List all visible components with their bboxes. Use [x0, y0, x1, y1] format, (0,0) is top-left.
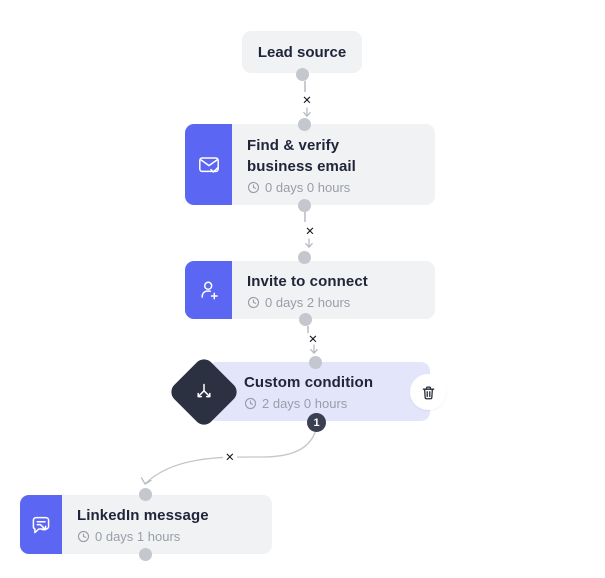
remove-edge-button[interactable]: ✕: [223, 450, 237, 464]
node-body: LinkedIn message 0 days 1 hours: [62, 495, 221, 554]
edge-port-dot: [296, 68, 309, 81]
node-lead-source[interactable]: Lead source: [242, 31, 362, 73]
node-title: Invite to connect: [247, 271, 368, 292]
node-delay: 2 days 0 hours: [244, 396, 373, 411]
edge-port-dot: [139, 548, 152, 561]
delay-text: 0 days 2 hours: [265, 294, 351, 310]
node-body: Invite to connect 0 days 2 hours: [232, 261, 380, 319]
node-title: Find & verify business email: [247, 135, 356, 177]
node-title-line: Invite to connect: [247, 272, 368, 290]
node-delay: 0 days 0 hours: [247, 180, 356, 195]
remove-edge-button[interactable]: ✕: [303, 224, 317, 238]
edge-port-dot: [298, 251, 311, 264]
node-title-line: LinkedIn message: [77, 507, 209, 524]
branch-split-icon: [167, 355, 241, 429]
envelope-check-icon: [185, 124, 232, 205]
clock-icon: [247, 181, 260, 193]
node-title-line: Find & verify: [247, 136, 340, 154]
branch-output-badge[interactable]: 1: [307, 413, 326, 432]
node-linkedin-message[interactable]: LinkedIn message 0 days 1 hours: [20, 495, 272, 554]
edge-port-dot: [139, 488, 152, 501]
node-title: Custom condition: [244, 372, 373, 393]
delay-text: 0 days 1 hours: [95, 529, 181, 544]
branch-edge: [140, 429, 317, 485]
branch-split-glyph-wrap: [178, 366, 230, 418]
delay-text: 2 days 0 hours: [262, 396, 348, 411]
branch-split-glyph: [197, 383, 211, 398]
edge-arrow-icon: [310, 344, 318, 354]
trash-icon: [422, 386, 434, 399]
delay-text: 0 days 0 hours: [265, 179, 351, 195]
envelope-check-glyph: [198, 156, 219, 173]
person-plus-glyph: [200, 281, 218, 300]
node-delay: 0 days 2 hours: [247, 295, 368, 310]
edge-arrow-icon: [303, 107, 311, 117]
remove-edge-button[interactable]: ✕: [300, 93, 314, 107]
node-body: Custom condition 2 days 0 hours: [208, 362, 385, 421]
node-custom-condition[interactable]: Custom condition 2 days 0 hours: [208, 362, 430, 421]
edge-port-dot: [298, 199, 311, 212]
node-delay: 0 days 1 hours: [77, 529, 209, 544]
node-title: LinkedIn message: [77, 505, 209, 526]
node-invite-to-connect[interactable]: Invite to connect 0 days 2 hours: [185, 261, 435, 319]
clock-icon: [244, 397, 257, 410]
node-title: Lead source: [257, 43, 347, 61]
node-body: Find & verify business email 0 days 0 ho…: [232, 124, 368, 205]
chat-forward-icon: [20, 495, 62, 554]
node-find-verify-email[interactable]: Find & verify business email 0 days 0 ho…: [185, 124, 435, 205]
edge-port-dot: [309, 356, 322, 369]
node-title-line: business email: [247, 157, 356, 175]
clock-icon: [247, 296, 260, 308]
clock-icon: [77, 530, 90, 543]
chat-forward-glyph: [32, 516, 50, 533]
edge-line: [304, 81, 306, 92]
person-plus-icon: [185, 261, 232, 319]
edge-line: [307, 326, 309, 333]
delete-node-button[interactable]: [410, 374, 446, 410]
edge-line: [304, 212, 306, 222]
edge-port-dot: [298, 118, 311, 131]
edge-port-dot: [299, 313, 312, 326]
remove-edge-button[interactable]: ✕: [306, 332, 320, 346]
node-title-line: Custom condition: [244, 374, 374, 391]
edge-arrow-icon: [305, 238, 313, 248]
